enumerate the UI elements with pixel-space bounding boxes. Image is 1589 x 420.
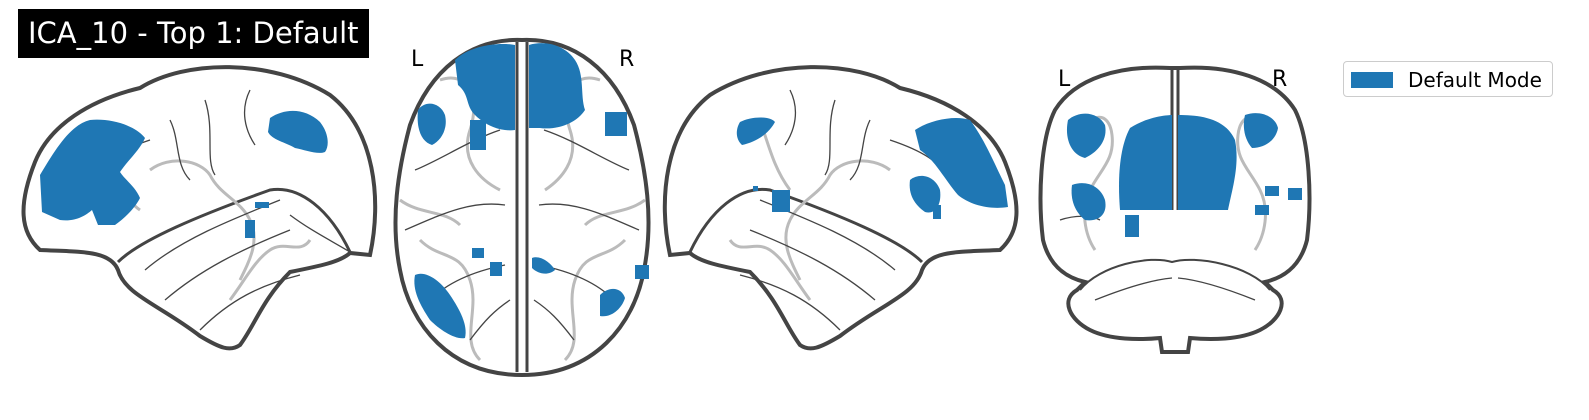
axial-activation (414, 43, 649, 339)
coronal-view: L R (1038, 65, 1312, 354)
sagittal-right-activation (736, 117, 1008, 219)
sagittal-left-view (21, 65, 378, 351)
coronal-activation (1066, 113, 1302, 237)
axial-view: L R (393, 37, 651, 378)
coronal-outline (1038, 65, 1312, 354)
coronal-sulci-faint (1083, 116, 1267, 251)
sagittal-left-temporal (116, 187, 352, 264)
coronal-left-label: L (1058, 67, 1071, 92)
axial-outline (393, 37, 651, 378)
sagittal-right-sulci-faint (728, 119, 891, 301)
coronal-midline (1170, 70, 1180, 210)
sagittal-right-outline (662, 65, 1019, 351)
sagittal-left-activation (40, 110, 328, 238)
axial-right-label: R (619, 47, 634, 72)
coronal-cerebellum (1079, 258, 1271, 291)
sagittal-right-view (662, 65, 1019, 351)
sagittal-left-outline (21, 65, 378, 351)
coronal-right-label: R (1272, 67, 1287, 92)
axial-left-label: L (411, 47, 424, 72)
legend: Default Mode (1343, 61, 1553, 97)
figure-title: ICA_10 - Top 1: Default (18, 9, 369, 58)
legend-label: Default Mode (1408, 68, 1542, 92)
legend-swatch (1351, 72, 1393, 88)
axial-midline (515, 42, 529, 372)
